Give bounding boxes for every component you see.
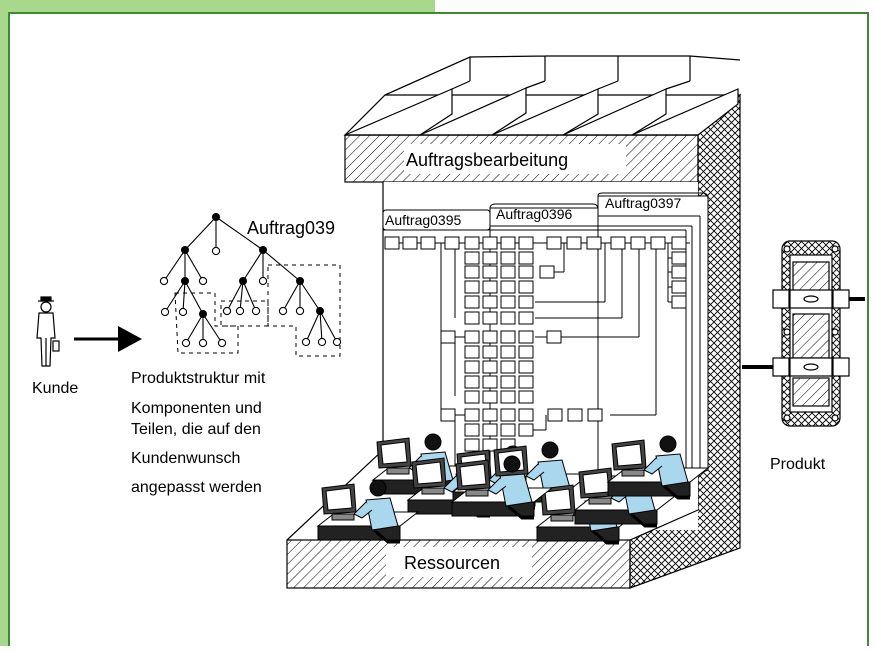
product: Produkt <box>742 240 865 473</box>
product-label: Produkt <box>770 456 826 473</box>
factory-building: Auftragsbearbeitung Auftrag0395 Auftrag0… <box>286 55 742 589</box>
order-sheet-label: Auftrag0396 <box>496 206 572 222</box>
order-label: Auftrag039 <box>247 218 335 238</box>
arrow-right-icon <box>74 326 142 352</box>
roof-label: Auftragsbearbeitung <box>406 150 568 170</box>
workstations <box>316 433 710 545</box>
tree-filled-nodes <box>181 213 324 318</box>
frame-title-bar <box>0 0 435 14</box>
caption-line: Teilen, die auf den <box>131 421 261 438</box>
caption-line: Komponenten und <box>131 400 262 417</box>
order-sheet-label: Auftrag0395 <box>385 212 461 228</box>
tree-open-nodes <box>159 246 342 348</box>
order-sheet-label: Auftrag0397 <box>605 195 681 211</box>
computer-workstation-icon <box>606 435 710 500</box>
product-structure-caption: Produktstruktur mit Komponenten und Teil… <box>131 370 266 496</box>
tree-dashed-outlines <box>174 264 341 357</box>
gearbox-icon <box>742 240 865 427</box>
sawtooth-roof <box>344 55 741 136</box>
process-network <box>384 236 690 470</box>
product-structure-tree <box>163 216 338 344</box>
frame-left-bar <box>0 0 9 646</box>
floor-label: Ressourcen <box>404 553 500 573</box>
caption-line: Kundenwunsch <box>131 450 240 467</box>
person-icon <box>36 296 60 367</box>
product-structure: Auftrag039 Produktstruktur mit Komponent… <box>131 213 342 496</box>
computer-workstation-icon <box>316 479 420 544</box>
customer: Kunde <box>32 296 78 397</box>
computer-workstation-icon <box>450 455 554 520</box>
frame-border <box>8 12 869 646</box>
caption-line: Produktstruktur mit <box>131 370 266 387</box>
caption-line: angepasst werden <box>131 479 262 496</box>
customer-label: Kunde <box>32 380 78 397</box>
